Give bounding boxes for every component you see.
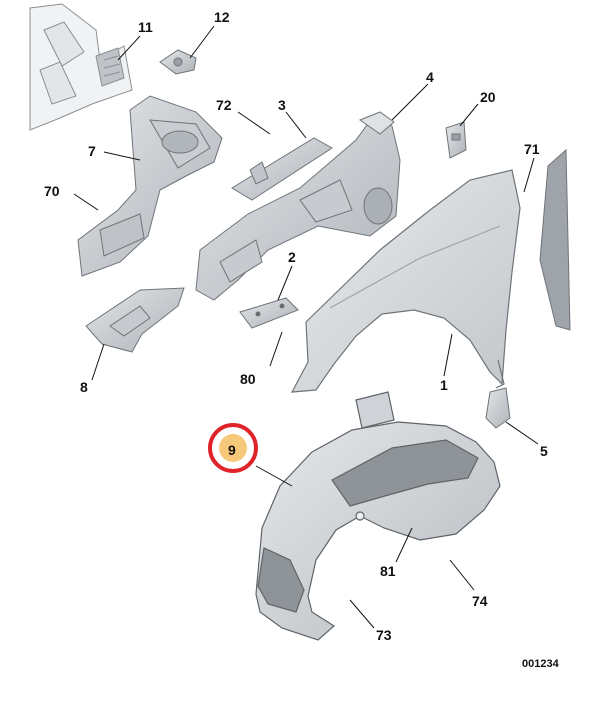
part-12-strut-mount [159,49,197,75]
callout-20: 20 [480,89,496,105]
part-8-lower-bracket [85,287,185,353]
callout-11: 11 [138,19,153,35]
callout-5: 5 [540,443,548,459]
part-1-front-fender [290,169,521,393]
callout-73: 73 [376,627,392,643]
part-5-fender-bracket [485,387,511,429]
highlight-fill [219,434,247,462]
callout-12: 12 [214,9,230,25]
callout-3: 3 [278,97,286,113]
highlight-circle [208,423,258,473]
diagram-reference-code: 001234 [522,658,559,670]
callout-8: 8 [80,379,88,395]
callout-4: 4 [426,69,434,85]
leader-lines [73,25,539,629]
callout-70: 70 [44,183,60,199]
callout-2: 2 [288,249,296,265]
callout-1: 1 [440,377,448,393]
callout-80: 80 [240,371,256,387]
callout-74: 74 [472,593,488,609]
part-7-front-rail [77,95,223,277]
callout-9: 9 [228,442,236,458]
part-4-wheel-apron [195,111,401,301]
part-2-plate [239,297,299,329]
part-9-wheel-arch-liner [255,391,501,641]
part-20-bracket [445,121,467,159]
callout-7: 7 [88,143,96,159]
callout-81: 81 [380,563,396,579]
part-3-reinforcement [231,137,333,201]
callout-71: 71 [524,141,540,157]
body-structure-corner [29,3,133,131]
callout-72: 72 [216,97,232,113]
partial-part-right-edge [539,148,571,331]
